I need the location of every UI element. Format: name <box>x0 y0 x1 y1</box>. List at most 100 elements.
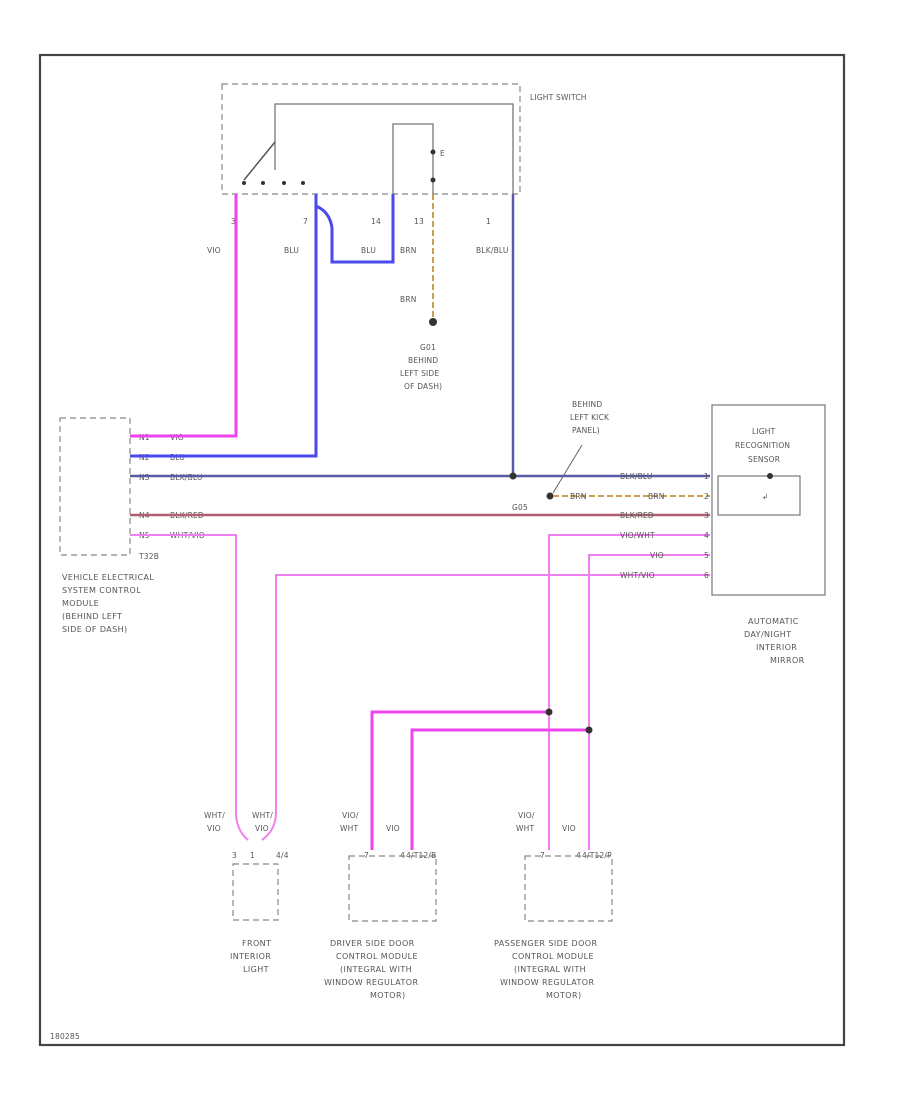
switch-pin: 14 <box>371 217 381 226</box>
wire-label: VIO <box>207 824 221 833</box>
mirror-name: INTERIOR <box>756 643 797 652</box>
module-name: (BEHIND LEFT <box>62 612 122 621</box>
wire-wht-vio-sensor <box>261 574 710 841</box>
figure-code: 180285 <box>50 1032 80 1041</box>
wire-label: WHT <box>516 824 534 833</box>
module-box <box>59 417 131 556</box>
wire-label: WHT/ <box>252 811 273 820</box>
wire-label: WHT <box>340 824 358 833</box>
wire-vio-sensor <box>588 554 710 850</box>
passenger-door-box <box>524 855 613 922</box>
sensor-wire-color: VIO <box>650 551 664 560</box>
component-name: INTERIOR <box>230 952 271 961</box>
mirror-name: AUTOMATIC <box>748 617 799 626</box>
ground-location: BEHIND <box>408 356 438 365</box>
wire-vio-wht-sensor <box>548 534 710 850</box>
module-name: SIDE OF DASH) <box>62 625 128 634</box>
switch-wire-color: BLU <box>284 246 299 255</box>
sensor-pin: 6 <box>704 571 709 580</box>
sensor-inner-box <box>717 475 801 516</box>
sensor-pin: 3 <box>704 511 709 520</box>
sensor-pin: 4 <box>704 531 709 540</box>
switch-pin: 3 <box>231 217 236 226</box>
wire-driver-vio-wht <box>370 710 549 850</box>
switch-wire-color: BLK/BLU <box>476 246 509 255</box>
sensor-wire-color: BLK/RED <box>620 511 654 520</box>
component-name: (INTEGRAL WITH <box>340 965 412 974</box>
component-connector: 4/4 <box>276 851 289 860</box>
ground-location: LEFT KICK <box>570 413 610 422</box>
light-switch-label: LIGHT SWITCH <box>530 93 587 102</box>
ground-location: PANEL) <box>572 426 600 435</box>
ground-wire-color: BRN <box>400 295 417 304</box>
component-pin: 3 <box>232 851 237 860</box>
vehicle-electrical-module: T32B VEHICLE ELECTRICAL SYSTEM CONTROL M… <box>59 417 205 634</box>
automatic-mirror: LIGHT RECOGNITION SENSOR ↲ 1 2 3 4 5 6 B… <box>620 404 826 665</box>
component-name: (INTEGRAL WITH <box>514 965 586 974</box>
wire-wht-vio-module <box>130 534 249 841</box>
switch-pin: 7 <box>303 217 308 226</box>
diagram-frame <box>38 53 846 1047</box>
passenger-door-module: VIO/ WHT VIO 7 4 4/T12/P PASSENGER SIDE … <box>494 811 613 1000</box>
ground-id: G05 <box>512 503 528 512</box>
wire-vio-switch-module <box>130 194 238 438</box>
component-name: CONTROL MODULE <box>336 952 418 961</box>
driver-door-box <box>348 855 437 922</box>
front-interior-light: WHT/ VIO WHT/ VIO 3 1 4/4 FRONT INTERIOR… <box>204 811 289 974</box>
mirror-box <box>711 404 826 596</box>
sensor-wire-color: BLK/BLU <box>620 472 653 481</box>
wire-label: VIO <box>562 824 576 833</box>
component-name: CONTROL MODULE <box>512 952 594 961</box>
ground-wire-color: BRN <box>570 492 587 501</box>
module-name: VEHICLE ELECTRICAL <box>62 573 154 582</box>
wire-driver-vio <box>410 728 589 850</box>
module-name: SYSTEM CONTROL <box>62 586 141 595</box>
component-name: MOTOR) <box>546 991 581 1000</box>
component-name: DRIVER SIDE DOOR <box>330 939 415 948</box>
switch-pin: 13 <box>414 217 424 226</box>
switch-wire-color: BRN <box>400 246 417 255</box>
sensor-wire-color: WHT/VIO <box>620 571 655 580</box>
component-name: FRONT <box>242 939 271 948</box>
switch-pin: 1 <box>486 217 491 226</box>
wire-label: VIO <box>386 824 400 833</box>
module-name: MODULE <box>62 599 99 608</box>
component-name: MOTOR) <box>370 991 405 1000</box>
sensor-name: RECOGNITION <box>735 441 790 450</box>
wire-label: VIO/ <box>342 811 359 820</box>
mirror-name: DAY/NIGHT <box>744 630 792 639</box>
component-name: WINDOW REGULATOR <box>500 978 595 987</box>
ground-g05: G05 BEHIND LEFT KICK PANEL) BRN <box>512 400 710 512</box>
component-pin: 7 <box>540 851 545 860</box>
switch-wire-color: BLU <box>361 246 376 255</box>
sensor-wire-color: VIO/WHT <box>620 531 655 540</box>
component-name: WINDOW REGULATOR <box>324 978 419 987</box>
wire-blu-switch-to-module <box>130 206 318 458</box>
sensor-pin: 2 <box>704 492 709 501</box>
switch-contact-arm <box>243 141 276 181</box>
component-name: LIGHT <box>243 965 269 974</box>
module-wire-color: BLK/BLU <box>170 473 203 482</box>
ground-location: OF DASH) <box>404 382 442 391</box>
sensor-wire-color: BRN <box>648 492 665 501</box>
sensor-pin: 5 <box>704 551 709 560</box>
wire-label: VIO <box>255 824 269 833</box>
light-switch: LIGHT SWITCH E 3 7 14 13 1 VIO BLU BLU B… <box>207 83 587 304</box>
wire-blu-switch-module <box>314 194 395 264</box>
sensor-name: LIGHT <box>752 427 776 436</box>
module-connector: T32B <box>138 552 159 561</box>
component-pin: 1 <box>250 851 255 860</box>
sensor-pin: 1 <box>704 472 709 481</box>
switch-wire-color: VIO <box>207 246 221 255</box>
component-pin: 7 <box>364 851 369 860</box>
ground-g01: G01 BEHIND LEFT SIDE OF DASH) <box>400 318 442 391</box>
wire-label: WHT/ <box>204 811 225 820</box>
sensor-name: SENSOR <box>748 455 780 464</box>
wire-label: VIO/ <box>518 811 535 820</box>
component-name: PASSENGER SIDE DOOR <box>494 939 597 948</box>
driver-door-module: VIO/ WHT VIO 7 4 4/T12/B DRIVER SIDE DOO… <box>324 811 437 1000</box>
switch-bus-line <box>274 103 514 194</box>
ground-location: BEHIND <box>572 400 602 409</box>
light-switch-box <box>221 83 521 195</box>
mirror-name: MIRROR <box>770 656 805 665</box>
